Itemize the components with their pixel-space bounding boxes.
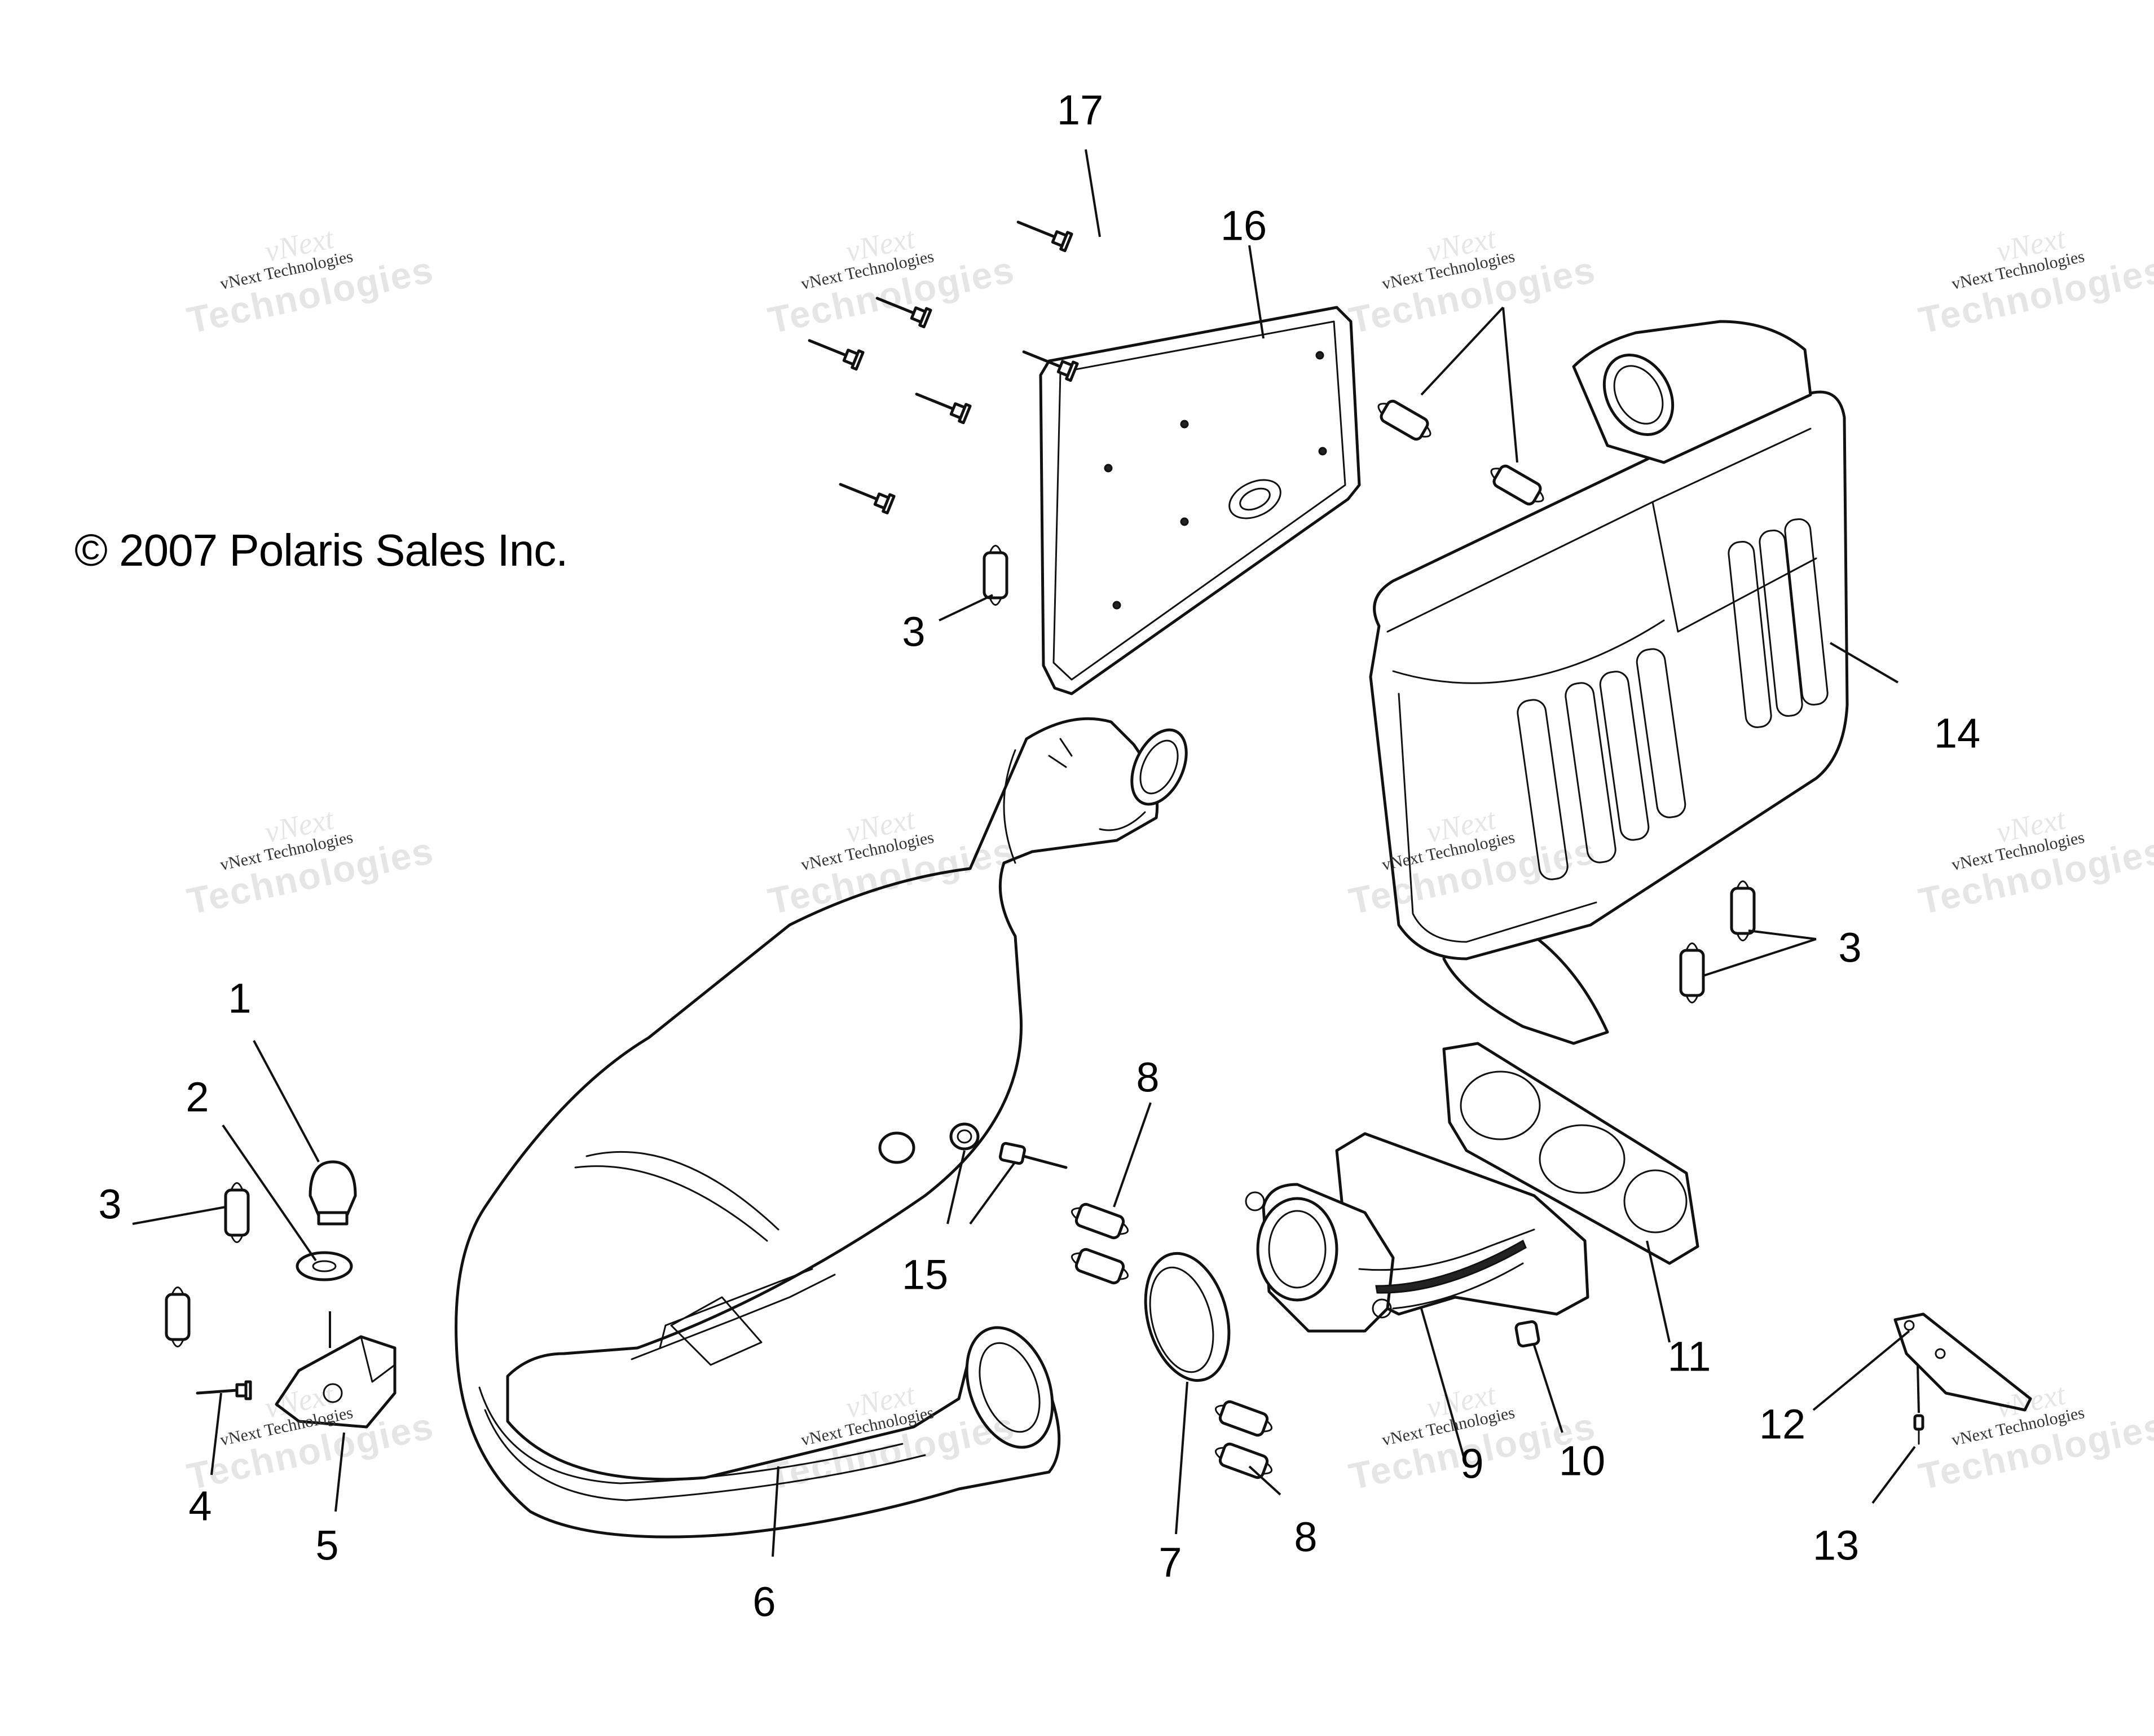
callout-11: 11: [1667, 1333, 1711, 1380]
callout-3-right: 3: [1838, 924, 1862, 971]
callout-9: 9: [1460, 1440, 1484, 1487]
part-17-rivets: [808, 221, 1079, 515]
spring-part-3-g: [165, 1286, 191, 1347]
spring-part-8-b: [1071, 1248, 1129, 1285]
part-6-expansion-chamber: [455, 717, 1188, 1539]
callout-10: 10: [1558, 1437, 1606, 1484]
spring-part-3-a: [983, 545, 1008, 606]
spring-part-8-d: [1215, 1442, 1272, 1479]
part-7-coupler-ring: [1144, 1252, 1231, 1382]
part-1-cap: [309, 1160, 357, 1226]
callout-17: 17: [1056, 86, 1104, 134]
copyright-notice: © 2007 Polaris Sales Inc.: [74, 525, 568, 575]
callout-5: 5: [315, 1522, 339, 1569]
callout-16: 16: [1220, 202, 1267, 249]
callout-12: 12: [1759, 1400, 1806, 1448]
part-9-exhaust-manifold: [1245, 1132, 1589, 1333]
spring-part-3-b: [1377, 399, 1431, 441]
part-15-grommet-bolt: [878, 1122, 1068, 1169]
part-16-mounting-plate: [1039, 306, 1361, 695]
part-10-stud: [1514, 1320, 1540, 1348]
callout-7: 7: [1159, 1539, 1182, 1586]
spring-part-3-d: [1730, 880, 1756, 941]
part-2-washer: [296, 1251, 353, 1281]
callout-3-top: 3: [902, 608, 926, 655]
part-4-pin: [196, 1380, 252, 1400]
part-13-screw: [1913, 1414, 1924, 1445]
part-14-silencer: [1369, 320, 1849, 1045]
part-12-heat-shield: [1893, 1312, 2032, 1412]
callout-15: 15: [901, 1251, 949, 1298]
spring-part-3-f: [224, 1182, 250, 1243]
callout-4: 4: [188, 1482, 212, 1530]
spring-part-8-c: [1215, 1400, 1272, 1437]
callout-8-bottom: 8: [1294, 1513, 1318, 1561]
leader-lines: [132, 149, 1920, 1557]
callout-8-top: 8: [1136, 1054, 1160, 1101]
spring-part-3-c: [1490, 464, 1544, 506]
callout-1: 1: [228, 975, 252, 1022]
part-11-gasket: [1442, 1042, 1699, 1265]
callout-13: 13: [1812, 1522, 1860, 1569]
callout-3-left: 3: [98, 1180, 122, 1228]
part-5-bracket: [275, 1335, 397, 1429]
callout-14: 14: [1933, 710, 1981, 757]
spring-part-8-a: [1071, 1202, 1129, 1240]
callout-2: 2: [186, 1073, 209, 1121]
callout-6: 6: [752, 1578, 776, 1625]
spring-part-3-e: [1679, 942, 1705, 1003]
